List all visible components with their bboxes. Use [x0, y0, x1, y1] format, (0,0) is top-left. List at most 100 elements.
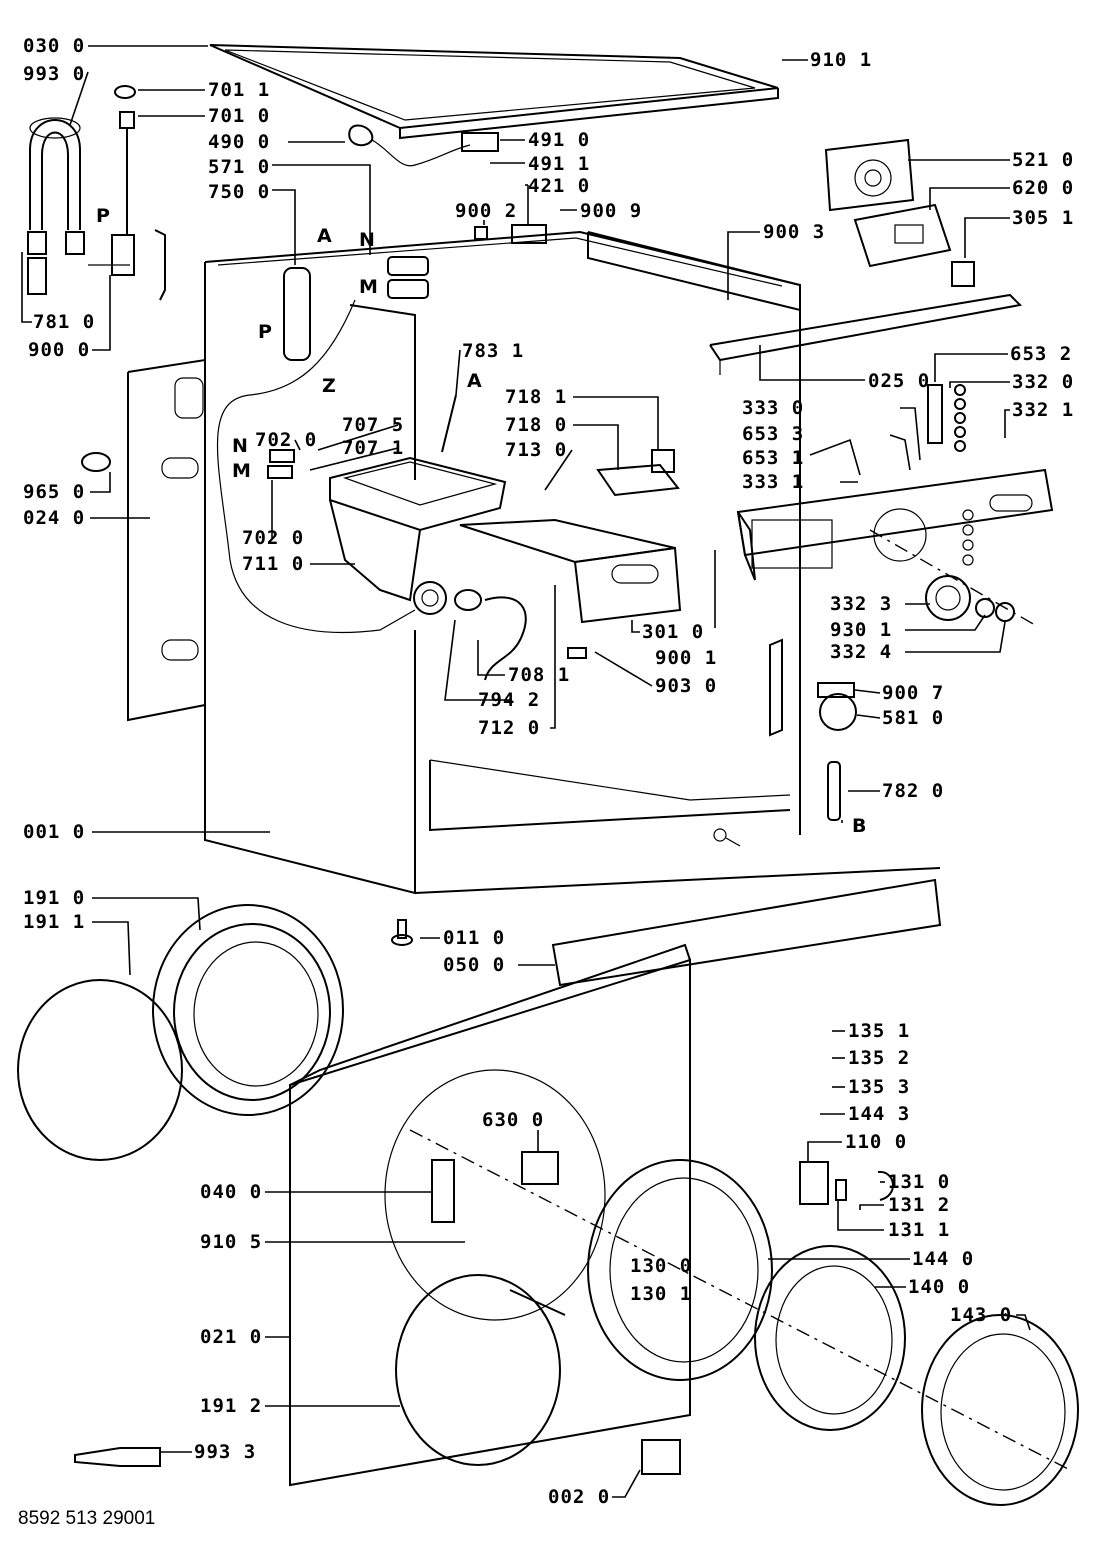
label-0210: 021 0 [200, 1326, 262, 1348]
label-3010: 301 0 [642, 621, 704, 643]
pressure-switch [819, 693, 857, 731]
label-1311: 131 1 [888, 1219, 950, 1241]
label-9030: 903 0 [655, 675, 717, 697]
label-0250: 025 0 [868, 370, 930, 392]
door-handle [799, 1161, 829, 1205]
label-1400: 140 0 [908, 1276, 970, 1298]
label-9650: 965 0 [23, 481, 85, 503]
control-rail [709, 293, 1023, 375]
label-1310: 131 0 [888, 1171, 950, 1193]
label-7810: 781 0 [33, 311, 95, 333]
label-3320: 332 0 [1012, 371, 1074, 393]
pressure-chamber [283, 267, 311, 361]
label-6300: 630 0 [482, 1109, 544, 1131]
marker-m-valve: M [359, 276, 378, 298]
label-3330: 333 0 [742, 397, 804, 419]
label-9101: 910 1 [810, 49, 872, 71]
hinge [431, 1159, 455, 1223]
label-4911: 491 1 [528, 153, 590, 175]
electronic-module [824, 138, 915, 212]
marker-n-socket: N [232, 435, 248, 457]
label-0400: 040 0 [200, 1181, 262, 1203]
label-0300: 030 0 [23, 35, 85, 57]
label-0500: 050 0 [443, 954, 505, 976]
label-9000: 900 0 [28, 339, 90, 361]
siphon-cap [651, 449, 675, 473]
label-7075: 707 5 [342, 414, 404, 436]
detergent-drawer [459, 518, 682, 624]
label-6531: 653 1 [742, 447, 804, 469]
label-7020a: 702 0 [255, 429, 317, 451]
label-4210: 421 0 [528, 175, 590, 197]
door-frame [587, 1159, 773, 1381]
marker-a-top: A [317, 225, 332, 247]
marker-n-valve: N [359, 229, 375, 251]
rod [827, 761, 841, 821]
label-7942: 794 2 [478, 689, 540, 711]
label-1911: 191 1 [23, 911, 85, 933]
bracket-9001 [769, 638, 783, 737]
hose-connector [27, 257, 47, 295]
valve-421 [511, 224, 547, 244]
label-7011: 701 1 [208, 79, 270, 101]
label-3323: 332 3 [830, 593, 892, 615]
label-7120: 712 0 [478, 717, 540, 739]
manifold-900 [88, 229, 166, 301]
label-1100: 110 0 [845, 1131, 907, 1153]
socket-n [269, 449, 295, 463]
part-labels: 030 0 993 0 701 1 701 0 490 0 571 0 750 … [23, 35, 1074, 1508]
label-3051: 305 1 [1012, 207, 1074, 229]
knob-assembly [869, 529, 1036, 626]
marker-p-chamber: P [258, 321, 272, 343]
label-9105: 910 5 [200, 1231, 262, 1253]
button-strip [927, 384, 943, 444]
label-9003: 900 3 [763, 221, 825, 243]
marker-z: Z [322, 375, 336, 397]
label-9301: 930 1 [830, 619, 892, 641]
marker-p-hose: P [96, 205, 110, 227]
label-7010: 701 0 [208, 105, 270, 127]
label-7181: 718 1 [505, 386, 567, 408]
siphon [596, 463, 680, 497]
label-1910: 191 0 [23, 887, 85, 909]
label-7130: 713 0 [505, 439, 567, 461]
label-5810: 581 0 [882, 707, 944, 729]
label-0110: 011 0 [443, 927, 505, 949]
clip-9002 [474, 226, 488, 240]
label-6533: 653 3 [742, 423, 804, 445]
control-panel [736, 468, 1054, 581]
clip-9030 [567, 647, 587, 659]
detergent-housing [329, 456, 507, 615]
door-seal [17, 904, 344, 1161]
socket-m [267, 465, 293, 479]
label-4910: 491 0 [528, 129, 590, 151]
label-7500: 750 0 [208, 181, 270, 203]
outer-door [921, 1314, 1079, 1506]
label-7071: 707 1 [342, 437, 404, 459]
label-1430: 143 0 [950, 1304, 1012, 1326]
diagram-code: 8592 513 29001 [18, 1508, 156, 1529]
label-3324: 332 4 [830, 641, 892, 663]
label-9007: 900 7 [882, 682, 944, 704]
label-9933: 993 3 [194, 1441, 256, 1463]
label-3331: 333 1 [742, 471, 804, 493]
label-9001: 900 1 [655, 647, 717, 669]
label-7180: 718 0 [505, 414, 567, 436]
marker-m-socket: M [232, 460, 251, 482]
letter-markers: P A P N M Z A N M B [96, 205, 866, 837]
label-7831: 783 1 [462, 340, 524, 362]
label-1352: 135 2 [848, 1047, 910, 1069]
label-1300: 130 0 [630, 1255, 692, 1277]
foot [391, 919, 413, 946]
plug-490 [348, 124, 374, 147]
service-flap [641, 1439, 681, 1475]
label-0240: 024 0 [23, 507, 85, 529]
rear-panel [127, 358, 206, 722]
filter-491 [461, 132, 499, 152]
label-3321: 332 1 [1012, 399, 1074, 421]
water-valve [387, 256, 429, 299]
button-caps [954, 384, 966, 452]
inlet-hose [27, 117, 85, 255]
label-6532: 653 2 [1010, 343, 1072, 365]
